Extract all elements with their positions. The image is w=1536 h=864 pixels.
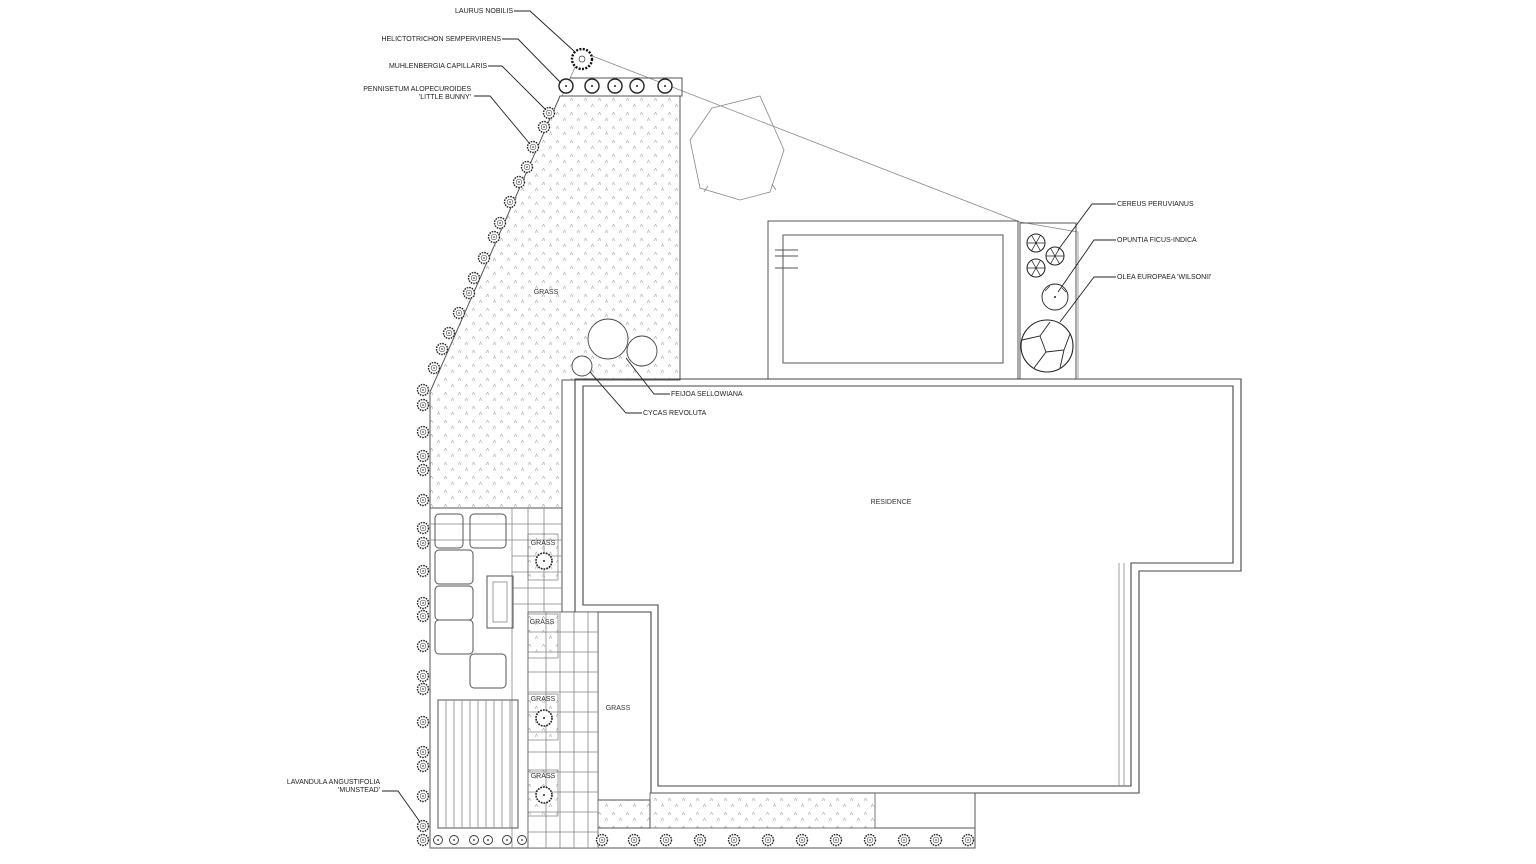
label-laurus: LAURUS NOBILIS <box>455 8 513 15</box>
label-lavandula: LAVANDULA ANGUSTIFOLIA <box>287 779 380 786</box>
helictotrichon-row <box>558 78 673 94</box>
label-olea: OLEA EUROPAEA 'WILSONII' <box>1117 274 1211 281</box>
patio-accent-shrubs <box>535 552 553 804</box>
olea-tree <box>1020 319 1074 373</box>
area-grass-main: GRASS <box>534 289 559 296</box>
area-grass-bed-2: GRASS <box>530 619 555 626</box>
area-grass-bed-1: GRASS <box>531 540 556 547</box>
area-residence: RESIDENCE <box>871 499 912 506</box>
cycas-palm <box>571 355 593 377</box>
leader-lines <box>382 10 1116 823</box>
area-grass-side: GRASS <box>606 705 631 712</box>
label-lavandula-cultivar: 'MUNSTEAD' <box>338 787 380 794</box>
pennisetum-left-row <box>416 383 430 833</box>
label-cereus: CEREUS PERUVIANUS <box>1117 201 1194 208</box>
opuntia-cactus <box>1041 283 1069 311</box>
residence-outline <box>574 378 1242 794</box>
label-pennisetum-cultivar: 'LITTLE BUNNY' <box>419 94 471 101</box>
label-feijoa: FEIJOA SELLOWIANA <box>671 391 743 398</box>
label-pennisetum: PENNISETUM ALOPECUROIDES <box>363 86 471 93</box>
area-grass-bed-4: GRASS <box>531 773 556 780</box>
patio <box>429 507 599 849</box>
lawn-bottom-strip <box>649 792 876 829</box>
gazebo <box>689 95 785 201</box>
label-cycas: CYCAS REVOLUTA <box>643 410 707 417</box>
swimming-pool <box>767 220 1019 380</box>
label-opuntia: OPUNTIA FICUS-INDICA <box>1117 237 1197 244</box>
label-muhlenbergia: MUHLENBERGIA CAPILLARIS <box>389 63 487 70</box>
label-helictotrichon: HELICTOTRICHON SEMPERVIRENS <box>381 36 501 43</box>
shrub-bottom-row <box>595 833 975 847</box>
area-grass-bed-3: GRASS <box>531 696 556 703</box>
feijoa-trees <box>587 318 658 367</box>
laurus-shrub <box>570 47 594 71</box>
cereus-cacti <box>1026 233 1065 278</box>
